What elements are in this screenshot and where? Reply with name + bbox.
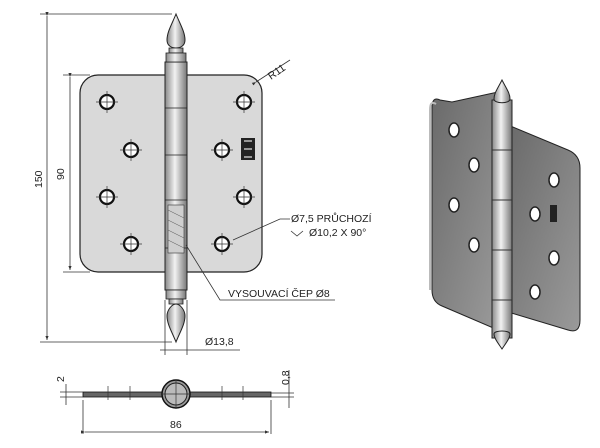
hole-callout: Ø7,5 PRŮCHOZÍ Ø10,2 X 90° [232,212,372,241]
mounting-hole [233,91,255,113]
dimension-150-label: 150 [33,170,45,188]
dimension-90-label: 90 [55,168,67,180]
pin-section [167,204,185,254]
mounting-hole [120,233,142,255]
brand-logo [241,138,255,160]
gap-label: 0,8 [280,370,292,385]
mounting-holes [96,91,255,255]
bottom-finial-3d [493,330,511,350]
holes-3d [448,122,560,300]
mounting-hole [96,186,118,208]
width-label: 86 [170,419,182,431]
isometric-view [429,78,581,350]
top-finial [166,12,186,49]
dimension-thickness: 2 [55,376,83,405]
left-leaf-3d [431,91,499,331]
pin-label: VYSOUVACÍ ČEP Ø8 [228,287,330,300]
mounting-hole [233,186,255,208]
knuckle-diameter-label: Ø13,8 [205,336,234,348]
countersink-icon [290,230,304,237]
pin-callout: VYSOUVACÍ ČEP Ø8 [185,244,335,301]
hole-spec-countersink: Ø10,2 X 90° [309,227,366,239]
dimension-total-height: 150 [33,12,172,343]
top-finial-3d [493,78,511,104]
hole-spec-through: Ø7,5 PRŮCHOZÍ [291,212,372,225]
mounting-hole [211,139,233,161]
mounting-hole [211,233,233,255]
dimension-gap: 0,8 [271,370,294,408]
dimension-knuckle-diameter: Ø13,8 [160,300,240,355]
right-leaf-3d [507,124,581,332]
bottom-finial [166,303,186,344]
brand-logo-3d [550,205,557,222]
thickness-label: 2 [55,376,67,382]
radius-label: R11 [266,62,288,83]
knuckle-3d [491,99,513,339]
dimension-width: 86 [81,400,272,434]
front-view: 150 90 R11 Ø7,5 PRŮCHOZÍ Ø10,2 X 90° VYS… [33,12,372,355]
top-view: 2 0,8 86 [55,370,294,434]
mounting-hole [120,139,142,161]
dimension-radius: R11 [251,59,291,86]
mounting-hole [96,91,118,113]
dimension-plate-height: 90 [55,73,90,273]
hinge-knuckle [164,12,188,344]
